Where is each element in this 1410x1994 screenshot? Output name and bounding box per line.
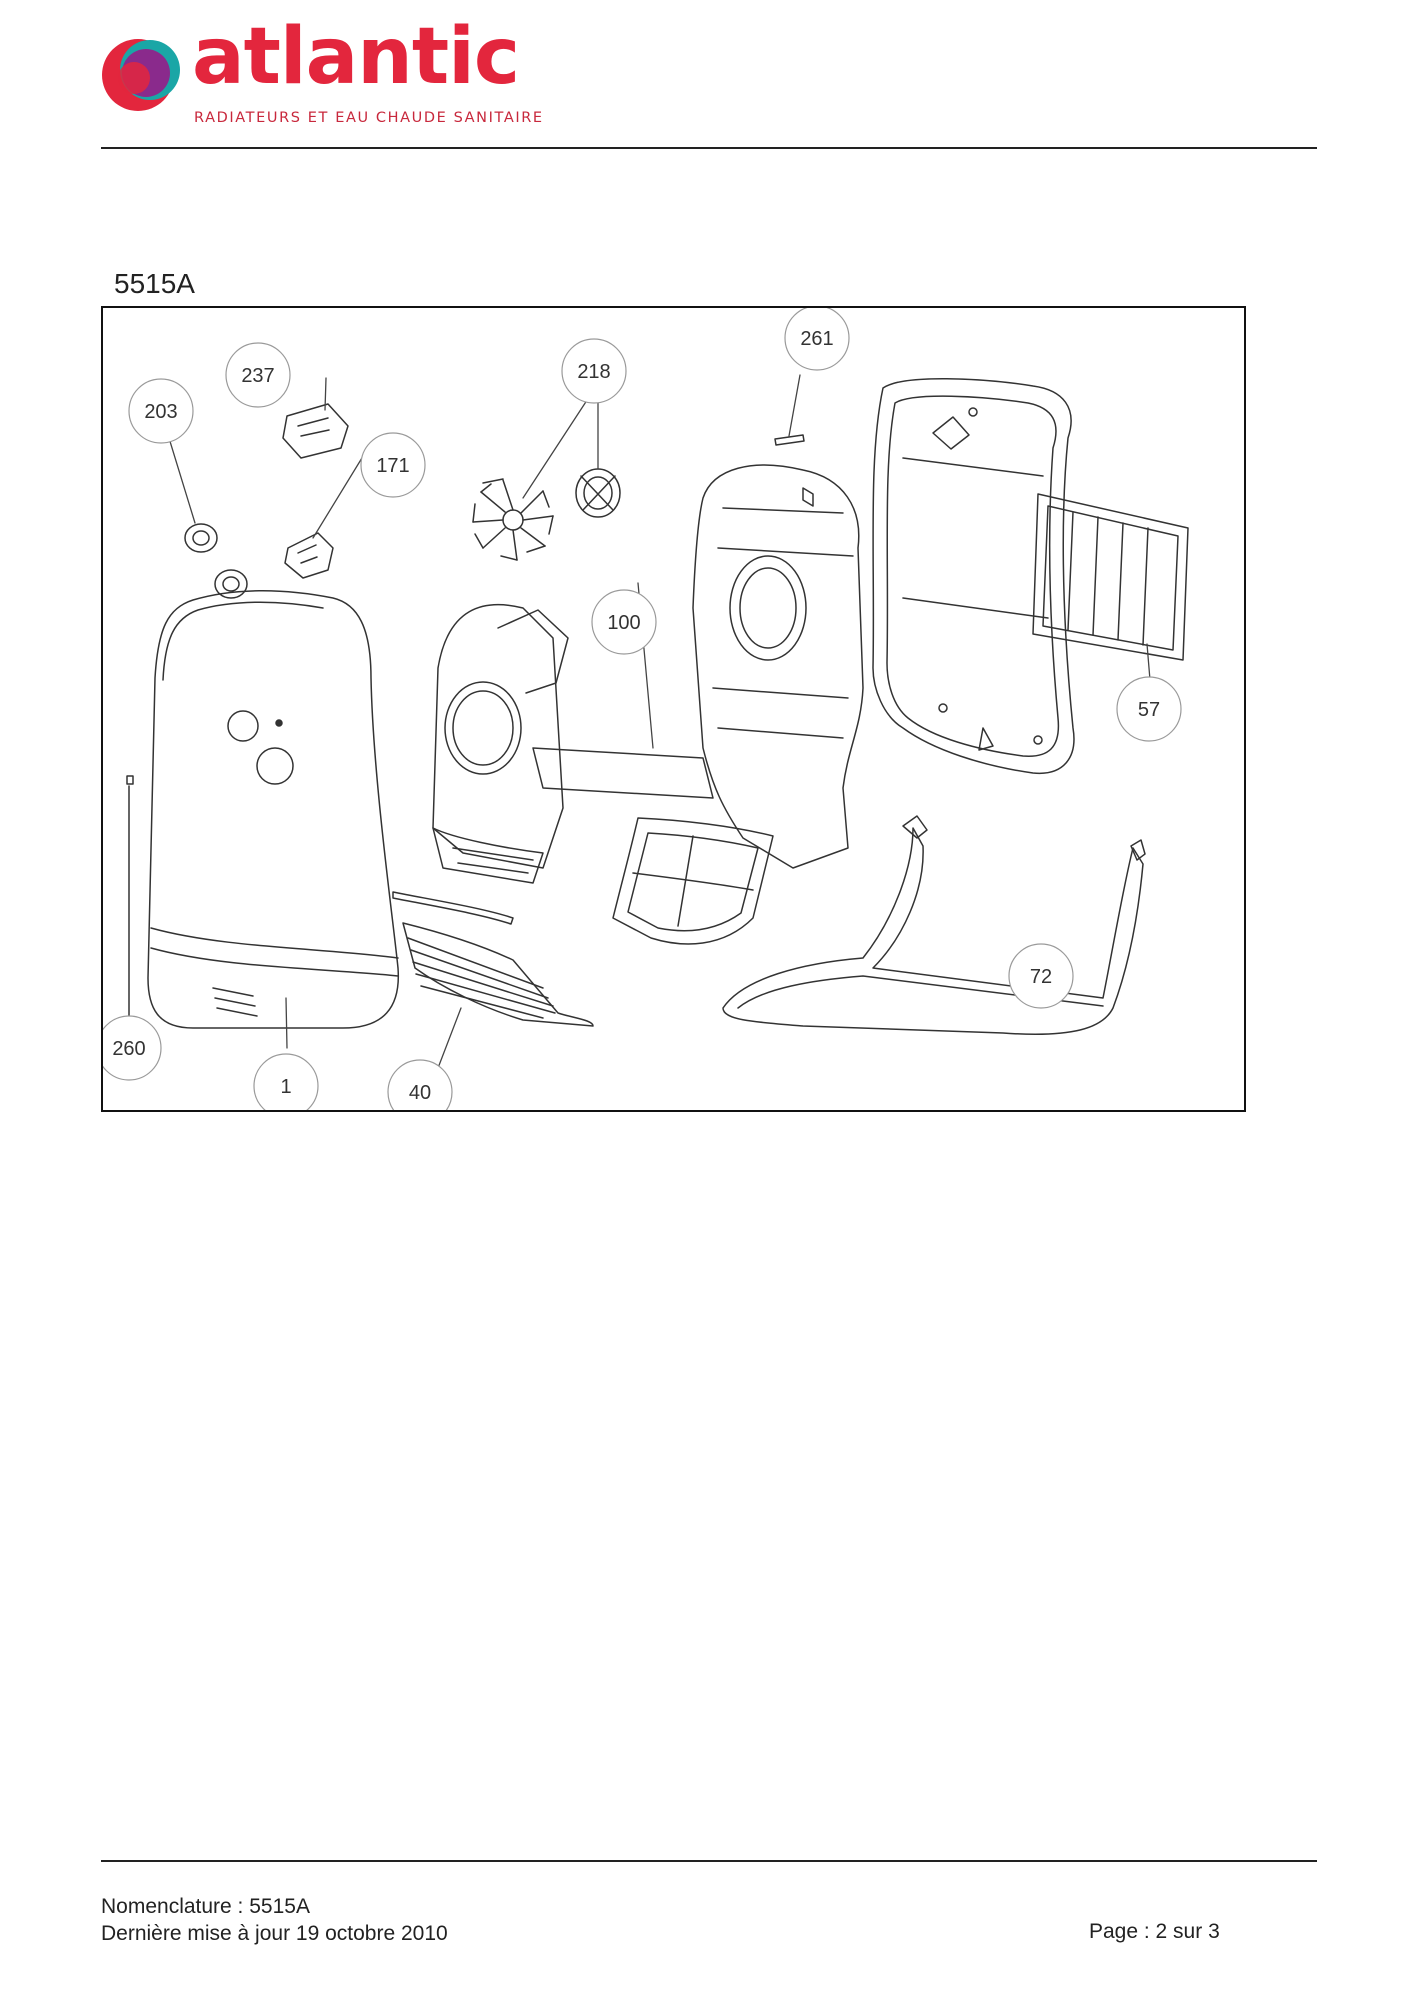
part-filter-frame xyxy=(612,817,774,945)
callout-label: 218 xyxy=(577,361,610,383)
callout-261: 261 xyxy=(784,308,850,371)
part-base-bracket xyxy=(722,815,1146,1036)
callout-72: 72 xyxy=(1008,943,1074,1009)
callout-label: 100 xyxy=(607,612,640,634)
callout-1: 1 xyxy=(253,1053,319,1110)
header-rule xyxy=(101,147,1317,149)
callout-260: 260 xyxy=(103,1015,162,1081)
callout-label: 237 xyxy=(241,365,274,387)
callout-label: 40 xyxy=(409,1082,431,1104)
part-pin xyxy=(774,434,805,446)
callout-label: 260 xyxy=(112,1038,145,1060)
brand-tagline: RADIATEURS ET EAU CHAUDE SANITAIRE xyxy=(194,110,544,126)
logo-mark-icon xyxy=(102,39,180,111)
callout-218: 218 xyxy=(561,338,627,404)
callout-label: 261 xyxy=(800,328,833,350)
diagram-drawing: 261 237 218 203 171 100 57 72 260 1 40 xyxy=(103,308,1189,1110)
callout-circle xyxy=(561,338,627,404)
callout-circle xyxy=(225,342,291,408)
callout-label: 203 xyxy=(144,401,177,423)
part-screw xyxy=(126,775,134,1039)
callout-237: 237 xyxy=(225,342,291,408)
callout-100: 100 xyxy=(591,589,657,655)
callout-57: 57 xyxy=(1116,676,1182,742)
part-back-housing xyxy=(692,464,864,869)
part-rear-filter-panel xyxy=(1032,493,1189,661)
callout-label: 72 xyxy=(1030,966,1052,988)
callout-circle xyxy=(253,1053,319,1110)
callout-label: 171 xyxy=(376,455,409,477)
callout-circle xyxy=(128,378,194,444)
part-switch-bracket xyxy=(284,532,334,579)
callout-40: 40 xyxy=(387,1059,453,1110)
footer-rule xyxy=(101,1860,1317,1862)
callout-circle xyxy=(387,1059,453,1110)
footer-info: Nomenclature : 5515A Dernière mise à jou… xyxy=(101,1893,448,1947)
footer-nomenclature: Nomenclature : 5515A xyxy=(101,1895,310,1918)
part-thermostat xyxy=(282,403,349,459)
footer-page-number: Page : 2 sur 3 xyxy=(1089,1920,1220,1943)
callout-label: 1 xyxy=(280,1076,291,1098)
part-callouts: 261 237 218 203 171 100 57 72 260 1 40 xyxy=(103,308,1182,1110)
callout-circle xyxy=(360,432,426,498)
part-wall-plate xyxy=(872,377,1075,775)
callout-171: 171 xyxy=(360,432,426,498)
part-front-casing xyxy=(147,590,400,1029)
brand-name: atlantic xyxy=(192,12,520,102)
callout-label: 57 xyxy=(1138,699,1160,721)
callout-circle xyxy=(591,589,657,655)
callout-circle xyxy=(1116,676,1182,742)
part-inner-deflector xyxy=(432,603,714,884)
callout-circle xyxy=(103,1015,162,1081)
part-knobs xyxy=(184,523,248,599)
part-fan-wheel xyxy=(472,478,554,561)
figure-title: 5515A xyxy=(114,268,195,299)
part-fan-motor xyxy=(575,468,621,518)
part-front-grille xyxy=(392,891,594,1027)
callout-circle xyxy=(1008,943,1074,1009)
footer-last-updated: Dernière mise à jour 19 octobre 2010 xyxy=(101,1922,448,1945)
atlantic-logo: atlantic RADIATEURS ET EAU CHAUDE SANITA… xyxy=(98,18,542,130)
callout-203: 203 xyxy=(128,378,194,444)
callout-circle xyxy=(784,308,850,371)
exploded-parts-diagram: 261 237 218 203 171 100 57 72 260 1 40 xyxy=(101,306,1246,1112)
